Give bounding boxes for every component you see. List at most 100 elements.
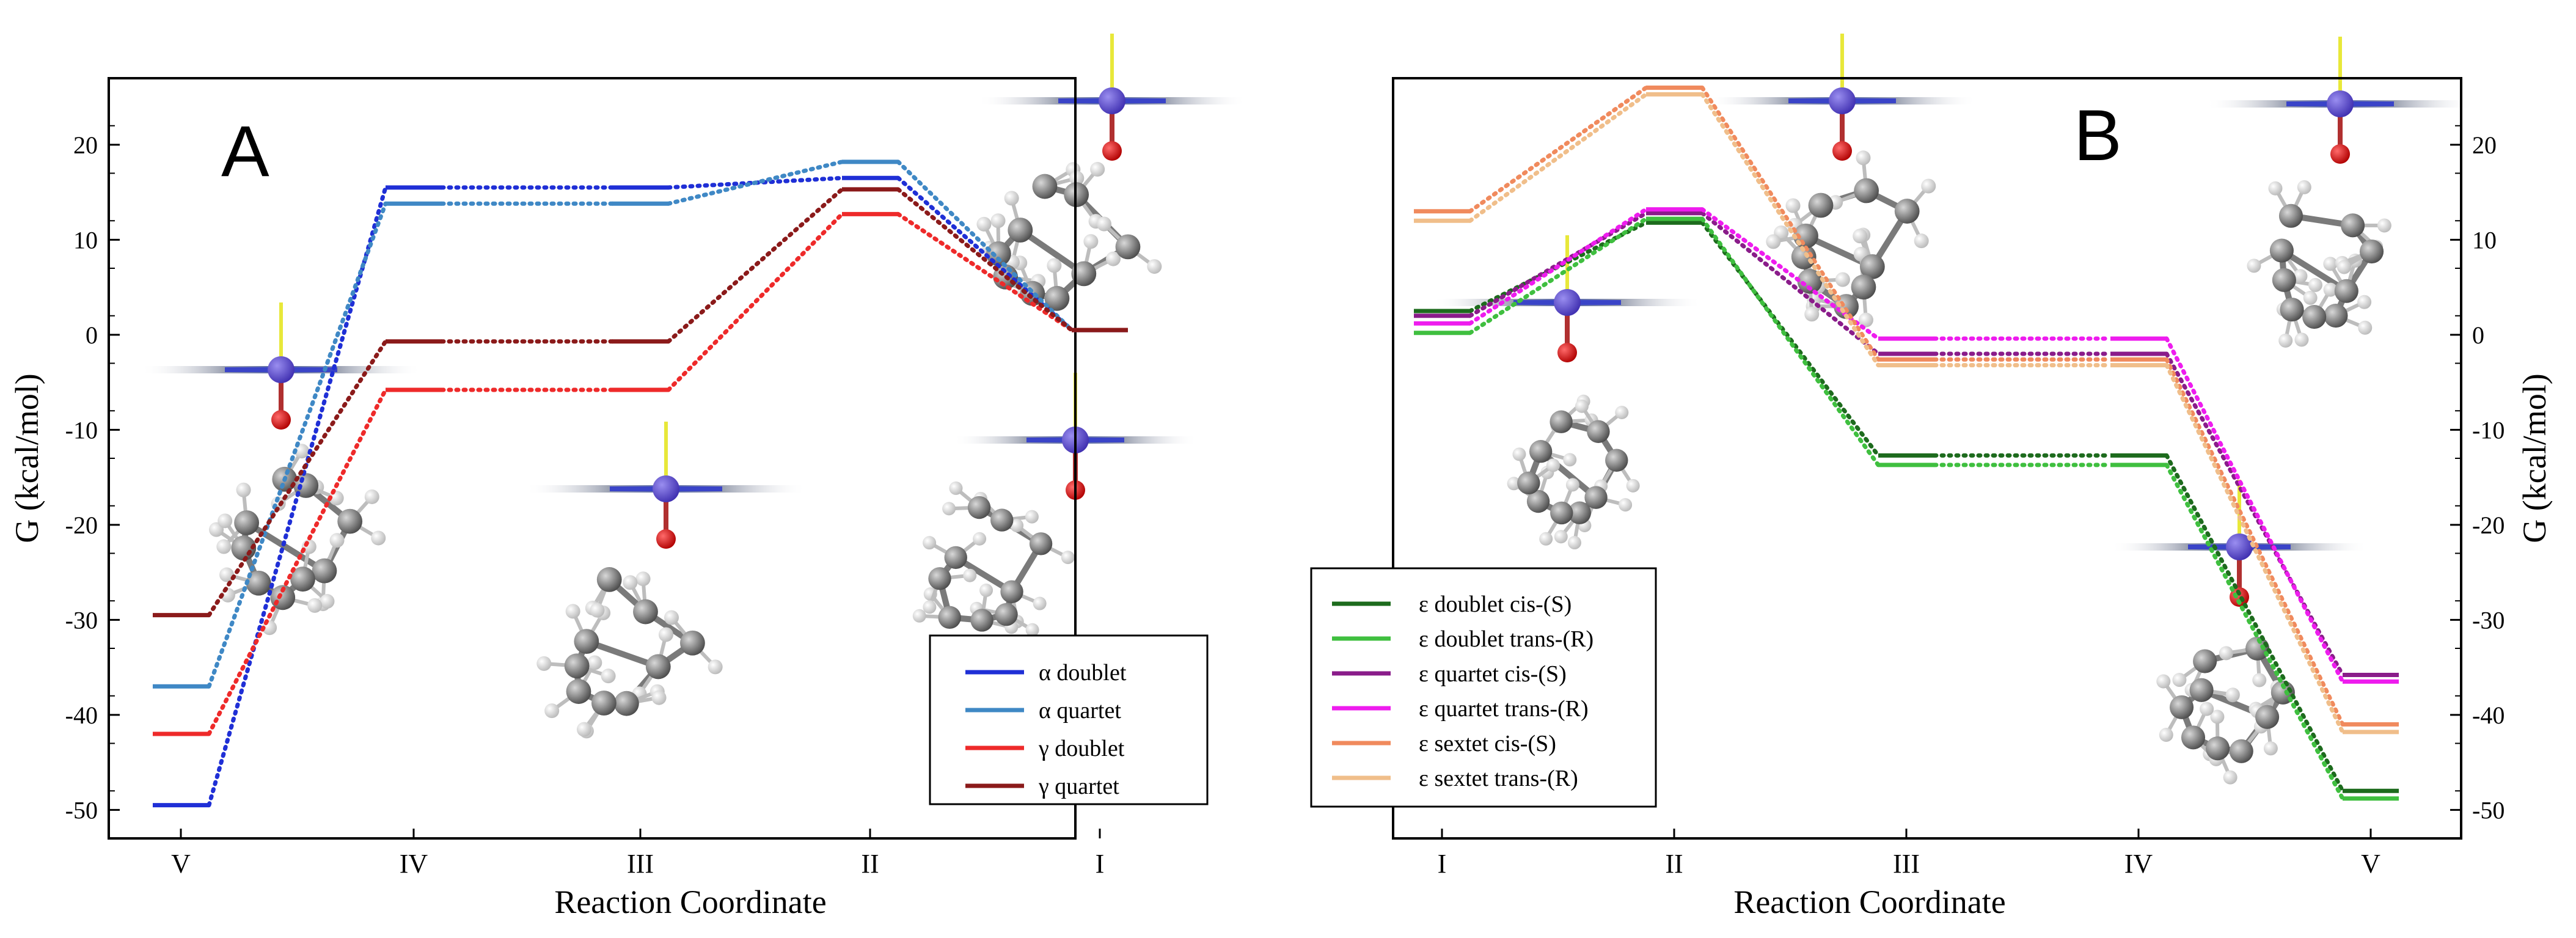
y-tick-label: 10 [73,226,98,254]
carbon-atom [2272,268,2296,292]
hydrogen-atom [1512,447,1526,461]
fe-oxo-complex [1708,34,1977,161]
hydrogen-atom [307,598,323,613]
x-tick-label: IV [400,849,428,879]
carbon-atom [1032,174,1058,199]
legend-label: γ quartet [1038,774,1119,799]
carbon-atom [1029,532,1053,555]
hydrocarbon-molecule [536,567,723,739]
x-tick-label: V [2361,849,2380,879]
hydrogen-atom [329,533,345,548]
carbon-atom [1808,192,1834,218]
hydrogen-atom [1047,258,1062,273]
hydrogen-atom [1914,233,1929,249]
carbon-atom [970,609,993,632]
carbon-atom [944,546,967,570]
carbon-atom [1517,471,1540,495]
carbon-atom [591,691,617,716]
legend-label: ε sextet cis-(S) [1419,731,1556,757]
hydrogen-atom [1921,178,1936,194]
carbon-atom [645,654,671,680]
hydrogen-atom [2297,180,2311,194]
oxygen-atom [271,410,291,430]
hydrogen-atom [216,539,232,554]
hydrogen-atom [1033,596,1047,610]
legend-label: ε doublet cis-(S) [1419,592,1572,617]
panel-b-x-axis-label: Reaction Coordinate [1733,884,2005,920]
iron-atom [2327,90,2354,117]
hydrogen-atom [1858,312,1873,328]
hydrogen-atom [1785,198,1801,213]
hydrogen-atom [2156,674,2171,689]
series-ε doublet trans-(R) [1414,216,2399,801]
carbon-atom [2193,649,2217,673]
hydrogen-atom [601,669,616,684]
iron-atom [268,356,295,383]
carbon-atom [1568,501,1591,524]
carbon-atom [928,567,951,590]
oxygen-atom [656,529,676,549]
carbon-atom [312,558,337,584]
hydrocarbon-molecule [2156,636,2295,785]
carbon-atom [574,629,599,654]
hydrogen-atom [2278,333,2293,348]
panel-b-legend: ε doublet cis-(S)ε doublet trans-(R)ε qu… [1310,567,1657,808]
hydrogen-atom [2336,260,2351,274]
carbon-atom [1550,410,1573,433]
y-tick-label: -30 [2472,606,2505,634]
carbon-atom [234,510,259,535]
carbon-atom [566,679,591,704]
carbon-atom [1008,218,1033,243]
hydrogen-atom [587,655,602,670]
carbon-atom [2229,739,2253,763]
hydrogen-atom [1090,162,1105,177]
carbon-atom [1584,486,1608,509]
carbon-atom [246,570,271,596]
hydrocarbon-molecule [2247,180,2391,348]
series-connector [2164,463,2345,801]
carbon-atom [633,599,658,625]
series-connector [2164,453,2345,793]
panel-a-label: A [221,111,269,192]
hydrogen-atom [2268,181,2283,196]
hydrocarbon-molecule [1507,394,1640,550]
series-connector [666,211,844,392]
hydrogen-atom [2223,770,2238,785]
fe-oxo-complex [2111,480,2368,607]
hydrogen-atom [658,627,673,642]
x-tick-label: V [171,849,191,879]
hydrogen-atom [2200,702,2214,716]
hydrogen-atom [963,568,977,582]
hydrogen-atom [590,603,605,618]
y-tick-label: 0 [2472,321,2484,349]
carbon-atom [2278,203,2303,228]
hydrogen-atom [544,703,560,719]
carbon-atom [1587,420,1610,443]
series-α quartet [153,159,1128,689]
hydrogen-atom [2252,673,2267,687]
carbon-atom [1797,268,1823,294]
carbon-atom [1071,261,1097,287]
bond [1018,227,1086,277]
hydrogen-atom [2210,709,2225,724]
hydrogen-atom [2293,269,2308,284]
series-connector [1700,211,1881,356]
hydrogen-atom [2323,257,2338,271]
hydrogen-atom [1567,536,1581,550]
carbon-atom [1550,501,1573,525]
series-connector [207,339,388,618]
fe-oxo-complex [1433,235,1702,362]
iron-atom [653,475,679,502]
hydrogen-atom [2225,687,2240,702]
y-tick-label: -10 [2472,416,2505,444]
legend-label: α quartet [1039,698,1121,724]
y-tick-label: 0 [86,321,98,349]
carbon-atom [938,606,961,629]
hydrogen-atom [979,583,993,597]
carbon-atom [596,567,622,592]
hydrogen-atom [2172,673,2187,687]
series-connector [1700,86,1881,362]
y-tick-label: -20 [65,511,98,539]
